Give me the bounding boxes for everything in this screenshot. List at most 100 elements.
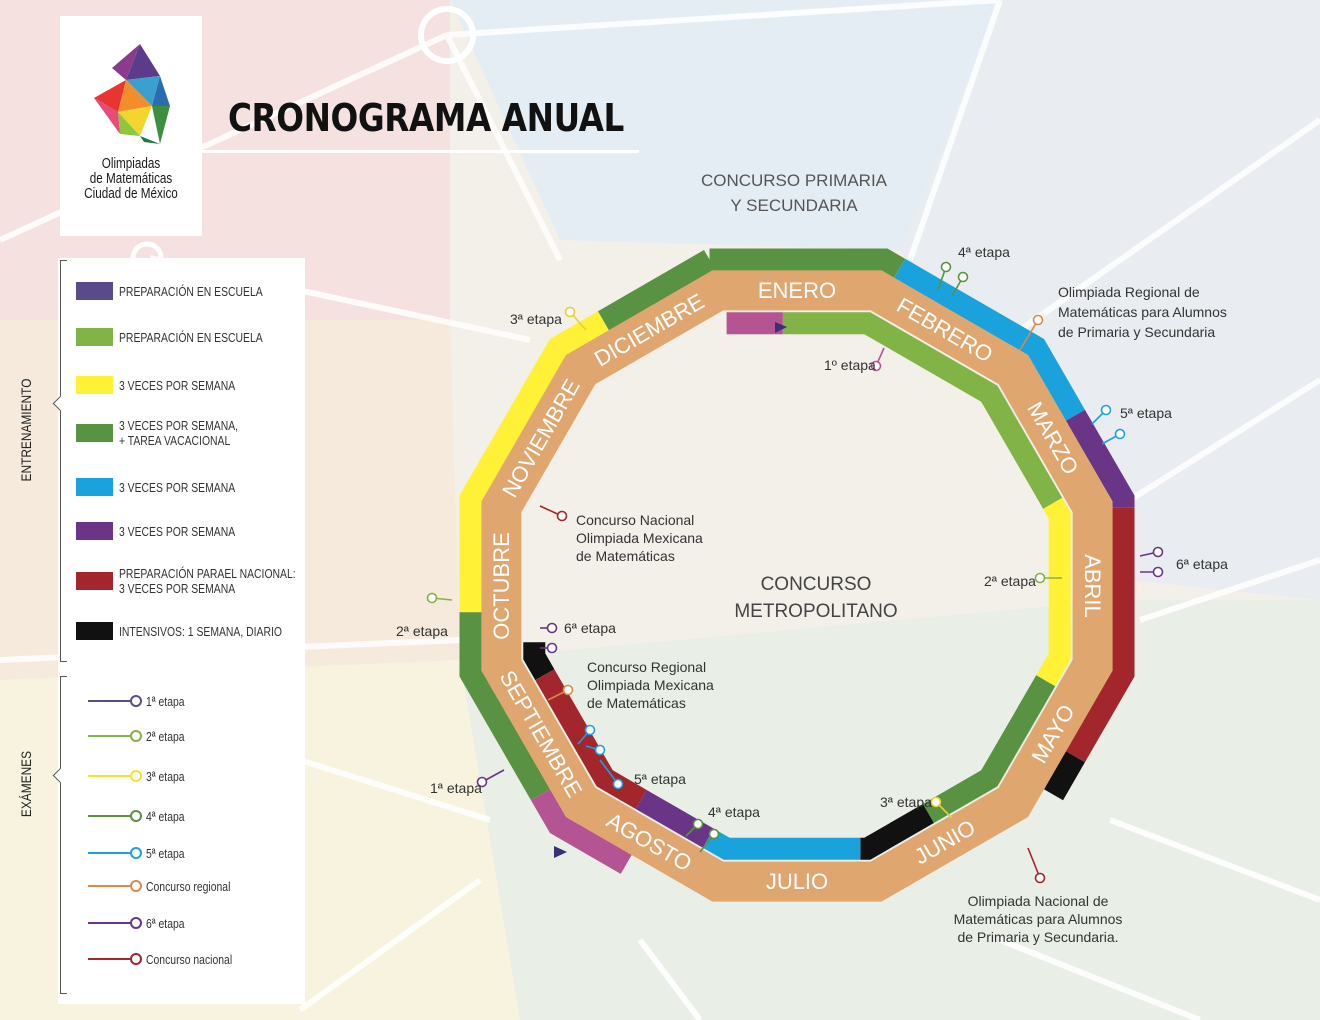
exam-pin-icon	[547, 684, 574, 701]
legend-exam-pin-icon	[88, 730, 142, 742]
inner-regional-1: Concurso Regional	[587, 659, 706, 675]
exam-pin-icon	[539, 505, 568, 522]
inner-5a-label: 5ª etapa	[634, 771, 686, 787]
outer-segment	[1065, 409, 1135, 508]
legend-label: PREPARACIÓN EN ESCUELA	[119, 329, 263, 345]
outer-segment	[459, 612, 551, 801]
exam-pin-icon	[930, 796, 953, 819]
legend-label: INTENSIVOS: 1 SEMANA, DIARIO	[119, 623, 282, 639]
legend-exam-label: 2ª etapa	[146, 728, 185, 744]
legend-exam-pin-icon	[88, 880, 142, 892]
legend-swatch	[76, 424, 113, 442]
inner-segment	[523, 642, 555, 681]
outer-3a-label: 3ª etapa	[510, 311, 562, 327]
exam-pin-icon	[564, 306, 587, 331]
legend-exam-pin-icon	[88, 847, 142, 859]
inner-segment	[535, 669, 647, 810]
start-arrow-bottom	[554, 846, 567, 858]
inner-segment	[922, 675, 1056, 824]
exam-pin-icon	[685, 818, 704, 837]
exam-pin-icon	[426, 592, 453, 604]
inner-segment	[702, 828, 861, 860]
inner-nacional-2: Olimpiada Mexicana	[576, 530, 703, 546]
legend-exam-label: 1ª etapa	[146, 693, 185, 709]
outer-nacional-2: Matemáticas para Alumnos	[954, 911, 1123, 927]
exam-pin-icon	[540, 642, 558, 654]
outer-segment	[597, 249, 716, 331]
legend-training-item: PREPARACIÓN EN ESCUELA	[58, 322, 349, 352]
legend-exam-pin-icon	[88, 770, 142, 782]
outer-nacional-1: Olimpiada Nacional de	[968, 893, 1109, 909]
legend-exam-label: Concurso regional	[146, 878, 231, 894]
page-title: CRONOGRAMA ANUAL	[228, 96, 624, 140]
center-label-1: CONCURSO	[761, 574, 872, 595]
legend-swatch	[76, 328, 113, 346]
outer-5a-label: 5ª etapa	[1120, 405, 1172, 421]
inner-2a-label: 2ª etapa	[984, 573, 1036, 589]
legend-exam-item: 2ª etapa	[58, 725, 194, 747]
exam-pin-icon	[540, 622, 558, 634]
exam-pin-icon	[951, 271, 969, 297]
logo-mark	[94, 44, 170, 144]
inner-3a-label: 3ª etapa	[880, 794, 932, 810]
outer-segment	[459, 371, 551, 613]
exam-pin-icon	[599, 759, 624, 790]
legend-exam-label: Concurso nacional	[146, 951, 233, 967]
inner-regional-3: de Matemáticas	[587, 695, 686, 711]
exam-pin-icon	[1139, 546, 1164, 558]
outer-6a-label: 6ª etapa	[1176, 556, 1228, 572]
month-label: OCTUBRE	[489, 532, 514, 640]
center-label-2: METROPOLITANO	[734, 601, 897, 622]
top-label-1: CONCURSO PRIMARIA	[701, 171, 888, 190]
outer-segment	[530, 789, 632, 874]
legend-exam-item: 4ª etapa	[58, 805, 194, 827]
legend-exam-pin-icon	[88, 695, 142, 707]
exam-pin-icon	[1091, 404, 1112, 425]
inner-4a-label: 4ª etapa	[708, 804, 760, 820]
inner-segment	[782, 312, 1063, 509]
outer-segment	[530, 311, 609, 383]
inner-segment	[860, 803, 934, 860]
exam-pin-icon	[1034, 572, 1062, 584]
legend-swatch	[76, 282, 113, 300]
legend-label: PREPARACIÓN PARAEL NACIONAL: 3 VECES POR…	[119, 566, 296, 596]
legend-training-item: 3 VECES POR SEMANA	[58, 516, 349, 546]
outer-regional-1: Olimpiada Regional de	[1058, 284, 1200, 300]
inner-regional-2: Olimpiada Mexicana	[587, 677, 714, 693]
inner-segment	[1036, 497, 1071, 687]
inner-nacional-3: de Matemáticas	[576, 548, 675, 564]
exam-pin-icon	[870, 347, 885, 372]
legend-exam-item: 3ª etapa	[58, 765, 194, 787]
exam-pin-icon	[577, 724, 596, 745]
exam-pin-icon	[585, 744, 606, 756]
legend-exam-label: 4ª etapa	[146, 808, 185, 824]
legend-exam-item: 5ª etapa	[58, 842, 194, 864]
outer-1a-label: 1ª etapa	[430, 780, 482, 796]
legend-training-item: PREPARACIÓN PARAEL NACIONAL: 3 VECES POR…	[58, 566, 349, 596]
exam-pin-icon	[1019, 314, 1044, 351]
inner-6a-label: 6ª etapa	[564, 620, 616, 636]
legend-training-item: 3 VECES POR SEMANA, + TAREA VACACIONAL	[58, 418, 349, 448]
exam-pin-icon	[937, 261, 952, 291]
month-ring	[481, 270, 1113, 902]
legend-swatch	[76, 622, 113, 640]
legend-training-item: 3 VECES POR SEMANA	[58, 472, 349, 502]
legend-exam-item: 6ª etapa	[58, 912, 194, 934]
legend-training-item: INTENSIVOS: 1 SEMANA, DIARIO	[58, 616, 349, 646]
legend-training-item: 3 VECES POR SEMANA	[58, 370, 349, 400]
outer-nacional-3: de Primaria y Secundaria.	[957, 929, 1118, 945]
month-label: ABRIL	[1080, 554, 1105, 618]
inner-segment	[635, 789, 714, 848]
legend-label: 3 VECES POR SEMANA	[119, 523, 236, 539]
legend-exam-label: 5ª etapa	[146, 845, 185, 861]
legend-label: 3 VECES POR SEMANA	[119, 479, 236, 495]
legend-training-item: PREPARACIÓN EN ESCUELA	[58, 276, 349, 306]
legend-label: 3 VECES POR SEMANA	[119, 377, 236, 393]
outer-regional-2: Matemáticas para Alumnos	[1058, 304, 1227, 320]
outer-4a-label: 4ª etapa	[958, 244, 1010, 260]
legend-swatch	[76, 572, 113, 590]
outer-segment	[1065, 507, 1135, 763]
legend-swatch	[76, 478, 113, 496]
